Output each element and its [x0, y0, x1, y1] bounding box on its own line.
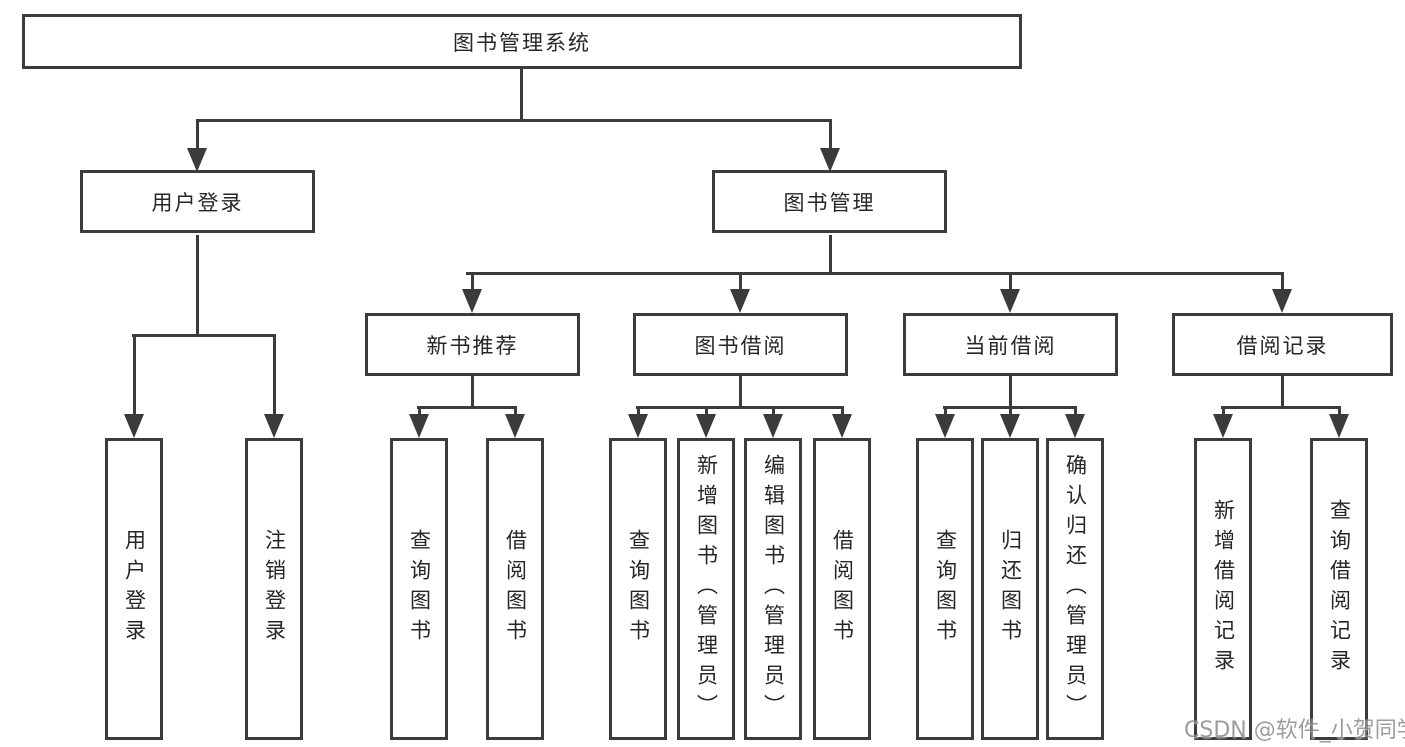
arrowhead: [187, 148, 207, 172]
arrowhead: [820, 148, 840, 172]
connector-line: [829, 235, 832, 274]
node-label: 查询图书: [626, 529, 651, 649]
node-book-borrowing: 图书借阅: [633, 313, 848, 376]
connector-line: [1222, 406, 1225, 418]
node-query-books: 查询图书: [609, 438, 667, 740]
connector-line: [471, 376, 474, 408]
node-label: 查询借阅记录: [1327, 499, 1352, 679]
arrowhead: [763, 414, 783, 438]
connector-line: [739, 376, 742, 408]
node-label: 新增借阅记录: [1211, 499, 1236, 679]
node-book-management: 图书管理: [712, 170, 947, 233]
arrowhead: [935, 414, 955, 438]
connector-line: [637, 406, 640, 418]
node-add-borrow-record: 新增借阅记录: [1194, 438, 1252, 740]
arrowhead: [1065, 414, 1085, 438]
connector-line: [1009, 406, 1012, 418]
node-user-login: 用户登录: [80, 170, 315, 233]
node-label: 借阅图书: [830, 529, 855, 649]
arrowhead: [832, 414, 852, 438]
node-new-book-recommendation: 新书推荐: [365, 313, 580, 376]
node-user-login-leaf: 用户登录: [105, 438, 163, 740]
arrowhead: [505, 414, 525, 438]
node-borrow-books: 借阅图书: [486, 438, 544, 740]
node-label: 用户登录: [122, 529, 147, 649]
node-label: 新增图书（管理员）: [694, 454, 719, 724]
connector-line: [418, 406, 421, 418]
arrowhead: [628, 414, 648, 438]
connector-line: [514, 406, 517, 418]
connector-line: [944, 406, 947, 418]
connector-line: [196, 235, 199, 336]
connector-line: [466, 272, 1283, 275]
arrowhead: [409, 414, 429, 438]
node-label: 注销登录: [262, 529, 287, 649]
node-confirm-return-admin: 确认归还（管理员）: [1046, 438, 1104, 740]
connector-line: [1074, 406, 1077, 418]
node-query-borrow-record: 查询借阅记录: [1310, 438, 1368, 740]
connector-line: [133, 334, 136, 416]
node-edit-books-admin: 编辑图书（管理员）: [744, 438, 802, 740]
connector-line: [841, 406, 844, 418]
node-borrowing-records: 借阅记录: [1172, 313, 1393, 376]
node-label: 查询图书: [933, 529, 958, 649]
arrowhead: [730, 289, 750, 313]
node-current-borrowing: 当前借阅: [903, 313, 1118, 376]
connector-line: [1009, 272, 1012, 294]
connector-line: [829, 119, 832, 152]
connector-line: [196, 119, 199, 152]
node-query-books: 查询图书: [390, 438, 448, 740]
arrowhead: [1213, 414, 1233, 438]
connector-line: [1281, 272, 1284, 294]
connector-line: [1281, 376, 1284, 408]
connector-line: [1009, 376, 1012, 408]
arrowhead: [1329, 414, 1349, 438]
connector-line: [273, 334, 276, 416]
connector-line: [1221, 406, 1340, 409]
node-label: 借阅图书: [503, 529, 528, 649]
csdn-watermark: CSDN @软件_小贺同学: [1184, 718, 1405, 743]
arrowhead: [462, 289, 482, 313]
node-query-books: 查询图书: [916, 438, 974, 740]
connector-line: [132, 334, 275, 337]
connector-line: [520, 69, 523, 120]
arrowhead: [264, 414, 284, 438]
node-label: 归还图书: [998, 529, 1023, 649]
connector-line: [471, 272, 474, 294]
node-label: 确认归还（管理员）: [1063, 454, 1088, 724]
connector-line: [417, 406, 517, 409]
connector-line: [705, 406, 708, 418]
arrowhead: [1000, 289, 1020, 313]
connector-line: [636, 406, 843, 409]
arrowhead: [124, 414, 144, 438]
arrowhead: [1000, 414, 1020, 438]
connector-line: [739, 272, 742, 294]
node-add-books-admin: 新增图书（管理员）: [677, 438, 735, 740]
node-library-management-system: 图书管理系统: [22, 14, 1022, 69]
node-label: 查询图书: [407, 529, 432, 649]
connector-line: [772, 406, 775, 418]
node-return-books: 归还图书: [981, 438, 1039, 740]
node-label: 编辑图书（管理员）: [761, 454, 786, 724]
connector-line: [1338, 406, 1341, 418]
connector-line: [196, 119, 832, 122]
arrowhead: [696, 414, 716, 438]
node-borrow-books: 借阅图书: [813, 438, 871, 740]
arrowhead: [1272, 289, 1292, 313]
node-logout: 注销登录: [245, 438, 303, 740]
